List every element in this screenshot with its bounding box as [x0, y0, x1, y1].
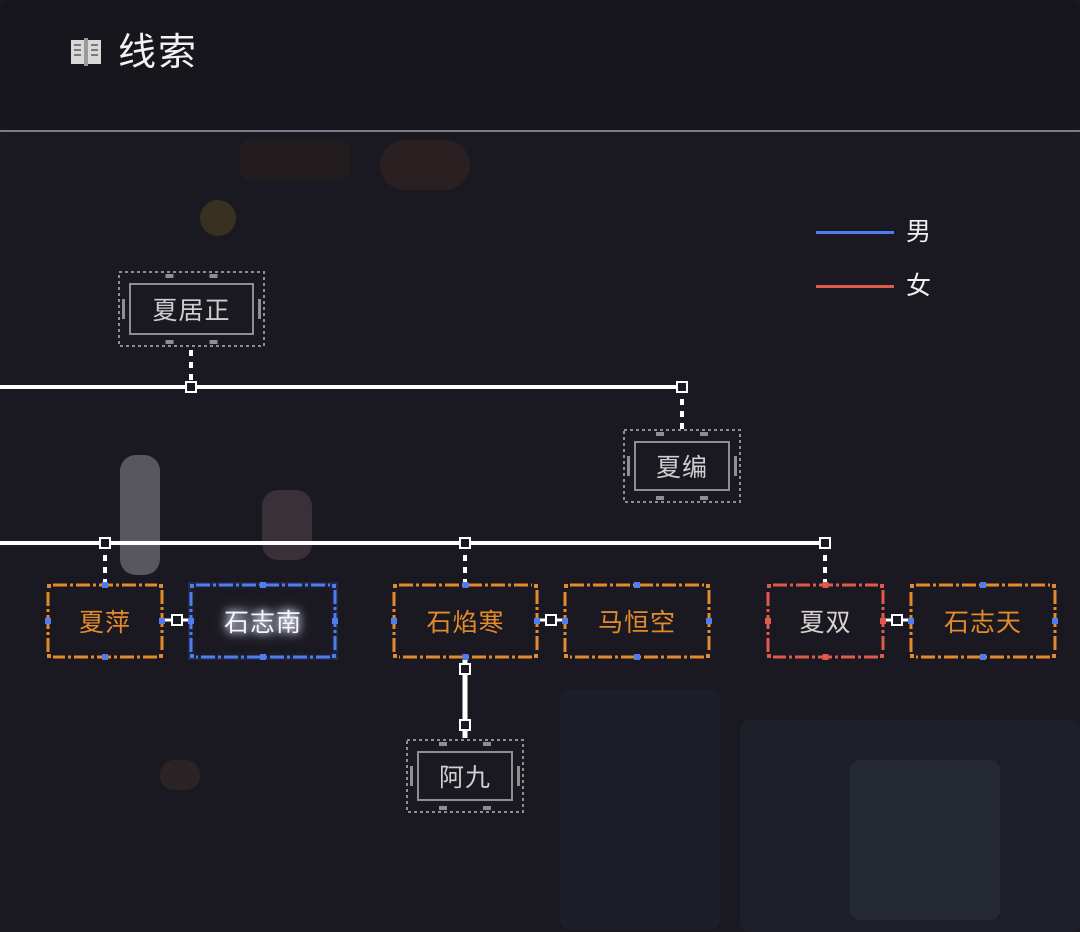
person-node-xia-shuang[interactable]: 夏双	[765, 582, 886, 660]
person-name: 石焰寒	[426, 608, 505, 637]
person-name: 石志天	[943, 608, 1022, 637]
person-node-xia-ping[interactable]: 夏萍	[45, 582, 165, 660]
joint-xia-juzheng	[185, 381, 197, 393]
person-name: 夏双	[799, 608, 852, 637]
node-frame	[623, 429, 741, 503]
book-icon	[71, 38, 101, 66]
person-name: 阿九	[438, 763, 491, 792]
header: 线索	[0, 0, 1080, 132]
joint-xia-shuang	[819, 537, 831, 549]
person-node-shi-yanhan[interactable]: 石焰寒	[391, 582, 540, 660]
legend-label-female: 女	[906, 271, 932, 300]
person-name: 夏居正	[152, 296, 231, 325]
legend-swatch-male	[816, 231, 894, 234]
node-frame	[391, 582, 540, 660]
person-node-ma-hengkong[interactable]: 马恒空	[562, 582, 712, 660]
legend-label-male: 男	[906, 217, 932, 246]
legend-swatch-female	[816, 285, 894, 288]
person-name: 石志南	[223, 608, 302, 637]
legend-item-female: 女	[816, 268, 966, 304]
person-node-shi-zhitian[interactable]: 石志天	[908, 582, 1058, 660]
person-node-xia-juzheng[interactable]: 夏居正	[117, 270, 266, 348]
marriage-joint-1	[171, 614, 183, 626]
node-frame	[118, 271, 265, 347]
marriage-joint-3	[891, 614, 903, 626]
joint-shi-yanhan	[459, 537, 471, 549]
person-name: 夏编	[655, 453, 708, 482]
node-frame	[765, 582, 886, 660]
person-node-xia-bian[interactable]: 夏编	[622, 428, 742, 504]
legend-item-male: 男	[816, 214, 966, 250]
node-frame	[908, 582, 1058, 660]
header-divider	[0, 130, 1080, 132]
joint-xia-bian	[676, 381, 688, 393]
node-frame	[562, 582, 712, 660]
page-title: 线索	[118, 30, 199, 74]
gender-legend: 男 女	[816, 214, 966, 304]
person-node-a-jiu[interactable]: 阿九	[405, 738, 525, 814]
person-name: 夏萍	[78, 608, 131, 637]
node-frame	[45, 582, 165, 660]
joint-xia-ping	[99, 537, 111, 549]
joint-shi-yanhan-child	[459, 663, 471, 675]
node-frame	[406, 739, 524, 813]
node-frame	[188, 582, 338, 660]
joint-a-jiu	[459, 719, 471, 731]
person-name: 马恒空	[597, 608, 676, 637]
marriage-joint-2	[545, 614, 557, 626]
person-node-shi-zhinan[interactable]: 石志南	[188, 582, 338, 660]
